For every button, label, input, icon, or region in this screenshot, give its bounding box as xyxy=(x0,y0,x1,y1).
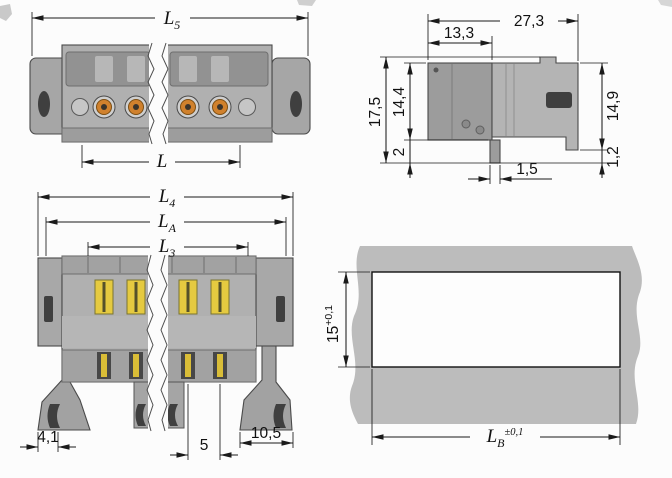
dim-cutout-width-label: LB±0,1 xyxy=(486,426,524,450)
dim-left-foot: 4,1 xyxy=(20,429,76,452)
dim-l: L xyxy=(81,145,241,172)
dim-l3-label: L3 xyxy=(158,236,176,260)
dim-foot-width-label: 1,5 xyxy=(516,161,538,178)
break-gap xyxy=(148,253,168,433)
mid-band xyxy=(166,316,256,348)
break-gap xyxy=(149,41,168,146)
connector-side-view xyxy=(427,56,579,164)
lever-band xyxy=(165,349,257,383)
end-bushing xyxy=(238,98,256,116)
contact-pin xyxy=(92,95,116,119)
coding-notch xyxy=(179,56,197,82)
dim-foot-height-label: 2 xyxy=(391,148,408,157)
dim-body-height: 14,4 xyxy=(391,62,488,141)
operating-window xyxy=(126,279,146,315)
dim-front-width: 13,3 xyxy=(428,25,493,60)
scan-artifact xyxy=(297,0,316,6)
dim-total-width: 27,3 xyxy=(427,13,579,61)
coding-notch xyxy=(211,56,229,82)
scan-artifact xyxy=(0,4,12,21)
dim-pole-pitch-label: 5 xyxy=(200,437,209,454)
coding-notch xyxy=(95,56,113,82)
dim-la: LA xyxy=(45,211,287,256)
dim-total-height-label: 17,5 xyxy=(367,97,384,127)
right-cap-slot xyxy=(276,296,285,322)
right-ear-slot xyxy=(290,91,302,117)
dim-l3: L3 xyxy=(87,236,249,260)
pin-hole xyxy=(433,67,439,73)
dim-foot-width: 1,5 xyxy=(468,161,552,184)
contact-pin xyxy=(124,95,148,119)
mid-band xyxy=(62,316,152,348)
operating-window xyxy=(94,279,114,315)
break-line xyxy=(146,254,154,432)
break-line xyxy=(147,42,155,145)
rear-block xyxy=(427,62,493,141)
scan-artifact xyxy=(658,0,672,7)
stub-hook xyxy=(135,404,146,426)
dim-l5-label: L5 xyxy=(163,8,181,32)
latch-slot xyxy=(546,92,572,108)
cutout-rectangle xyxy=(371,271,621,368)
dim-l4: L4 xyxy=(37,186,294,256)
break-line xyxy=(161,42,169,145)
dim-total-height: 17,5 xyxy=(367,56,608,164)
dim-right-height: 14,9 xyxy=(580,62,622,151)
bottom-strip xyxy=(61,127,155,143)
lever-slot xyxy=(97,352,227,379)
operating-window xyxy=(178,279,198,315)
dim-total-width-label: 27,3 xyxy=(514,13,544,30)
dim-cutout-height: 15+0,1 xyxy=(323,271,370,368)
mounting-foot xyxy=(489,139,501,164)
dim-la-label: LA xyxy=(157,211,177,235)
dim-l4-label: L4 xyxy=(158,186,176,210)
dim-right-foot-label: 10,5 xyxy=(251,425,281,442)
connector-bottom-view xyxy=(37,253,294,433)
pin-hole xyxy=(461,119,471,129)
dim-l-label: L xyxy=(156,151,168,172)
dim-left-foot-label: 4,1 xyxy=(37,429,59,446)
dim-cutout-height-label: 15+0,1 xyxy=(323,305,342,343)
pin-hole xyxy=(475,125,485,135)
right-end-cap xyxy=(255,257,294,347)
dim-pole-pitch: 5 xyxy=(170,384,238,460)
dim-cutout-width: LB±0,1 xyxy=(371,369,621,450)
contact-pin xyxy=(176,95,200,119)
terminal-strip xyxy=(165,255,257,275)
dim-right-step-label: 1,2 xyxy=(605,146,622,168)
connector-front-view xyxy=(29,41,311,146)
break-line xyxy=(160,254,168,432)
left-foot-hook xyxy=(47,404,60,428)
dim-front-width-label: 13,3 xyxy=(444,25,474,42)
coding-notch xyxy=(127,56,145,82)
operating-window xyxy=(210,279,230,315)
panel-cutout-view: 15+0,1 LB±0,1 xyxy=(323,246,642,450)
dim-right-height-label: 14,9 xyxy=(605,91,622,121)
right-foot-hook xyxy=(273,404,286,428)
left-ear-slot xyxy=(38,91,50,117)
bottom-strip xyxy=(165,127,273,143)
dim-l5: L5 xyxy=(31,8,309,56)
end-bushing xyxy=(71,98,89,116)
left-cap-slot xyxy=(44,296,53,322)
dim-right-step: 1,2 xyxy=(599,146,622,178)
stub-hook xyxy=(167,404,178,426)
contact-pin xyxy=(208,95,232,119)
dim-body-height-label: 14,4 xyxy=(391,87,408,118)
dim-right-foot: 10,5 xyxy=(239,425,294,448)
dim-foot-height: 2 xyxy=(391,140,413,178)
right-mounting-ear xyxy=(271,57,311,135)
terminal-strip xyxy=(61,255,153,275)
